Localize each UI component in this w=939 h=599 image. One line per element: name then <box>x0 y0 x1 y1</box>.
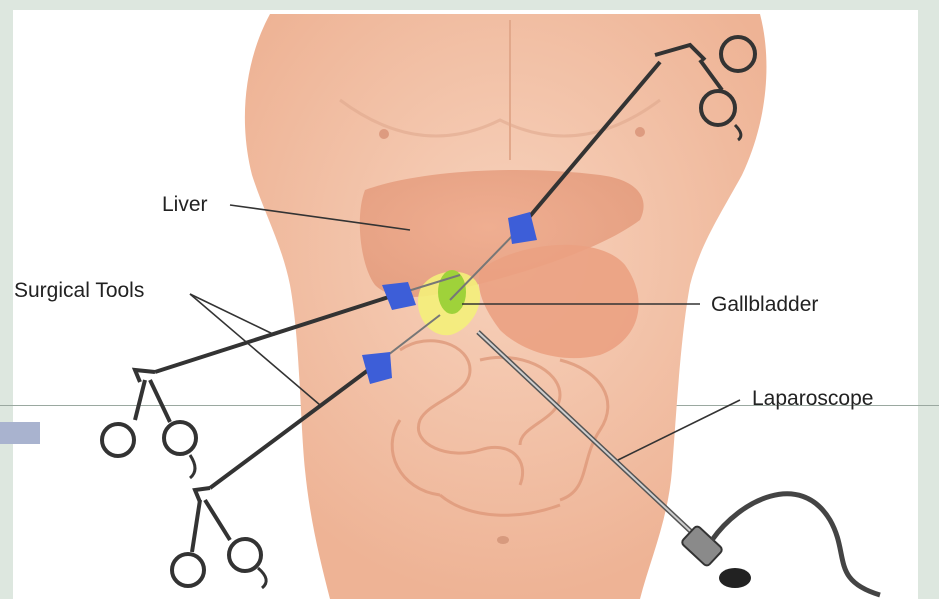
label-laparoscope: Laparoscope <box>752 387 873 410</box>
label-surgical-tools: Surgical Tools <box>14 279 144 302</box>
label-gallbladder: Gallbladder <box>711 293 818 316</box>
right-nipple <box>635 127 645 137</box>
left-nipple <box>379 129 389 139</box>
navel <box>497 536 509 544</box>
label-liver: Liver <box>162 193 208 216</box>
